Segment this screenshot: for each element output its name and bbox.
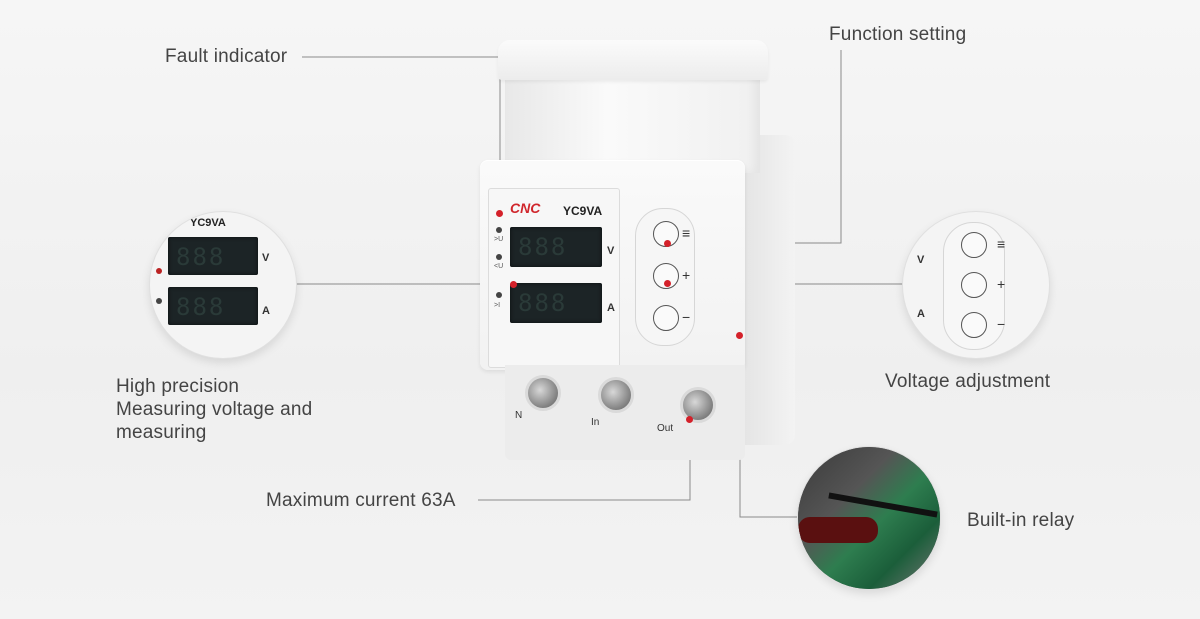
terminal-in-screw xyxy=(598,377,634,413)
high-precision-line-3: measuring xyxy=(116,422,207,443)
zoom-minus-icon: − xyxy=(997,316,1006,332)
fault-indicator-label: Fault indicator xyxy=(165,46,288,67)
zoom-plus-button[interactable] xyxy=(961,272,987,298)
high-precision-line-1: High precision xyxy=(116,376,240,397)
plus-icon: + xyxy=(682,267,691,283)
device-top-cap xyxy=(498,40,768,80)
zoom-minus-button[interactable] xyxy=(961,312,987,338)
device-side xyxy=(745,135,795,445)
zoom-display-circle: YC9VA 888 V 888 A xyxy=(150,212,296,358)
button-column: ≡ + − xyxy=(635,208,695,346)
voltage-digits: 888 xyxy=(518,233,568,261)
function-setting-dot xyxy=(664,240,671,247)
high-precision-label: High precision Measuring voltage and mea… xyxy=(116,375,312,444)
brand-logo: CNC xyxy=(510,200,541,216)
voltage-display: 888 xyxy=(510,227,602,267)
high-precision-dot xyxy=(510,281,517,288)
maximum-current-dot xyxy=(686,416,693,423)
relay-component xyxy=(798,517,878,543)
relay-zoom-circle xyxy=(798,447,940,589)
voltage-adjustment-label: Voltage adjustment xyxy=(885,371,1051,392)
zoom-voltage-unit: V xyxy=(262,252,270,264)
zoom-menu-icon: ≡ xyxy=(997,236,1006,252)
undervoltage-led xyxy=(496,254,502,260)
zoom-plus-icon: + xyxy=(997,276,1006,292)
overvoltage-led xyxy=(496,227,502,233)
voltage-adjustment-dot xyxy=(664,280,671,287)
zoom-function-button[interactable] xyxy=(961,232,987,258)
voltage-unit: V xyxy=(607,245,615,257)
current-display: 888 xyxy=(510,283,602,323)
zoom-buttons-circle: ≡ + − V A xyxy=(903,212,1049,358)
overvoltage-led-label: >U xyxy=(494,236,504,243)
current-unit: A xyxy=(607,302,615,314)
zoom-current-screen: 888 xyxy=(168,287,258,325)
display-panel xyxy=(488,188,620,368)
current-digits: 888 xyxy=(518,289,568,317)
zoom-right-voltage-unit: V xyxy=(917,254,925,266)
terminal-out-label: Out xyxy=(657,423,674,434)
terminal-n-screw xyxy=(525,375,561,411)
model-label: YC9VA xyxy=(563,204,603,218)
zoom-right-current-unit: A xyxy=(917,308,925,320)
zoom-voltage-digits: 888 xyxy=(176,243,226,271)
function-setting-label: Function setting xyxy=(829,24,967,45)
voltage-protector-device: CNC YC9VA 888 V 888 A >U <U >I ≡ + − N I… xyxy=(460,40,800,460)
built-in-relay-label: Built-in relay xyxy=(967,510,1075,531)
overcurrent-led-label: >I xyxy=(494,302,501,309)
plus-button[interactable] xyxy=(653,263,679,289)
undervoltage-led-label: <U xyxy=(494,263,504,270)
minus-icon: − xyxy=(682,309,691,325)
zoom-current-digits: 888 xyxy=(176,293,226,321)
overcurrent-led xyxy=(496,292,502,298)
menu-icon: ≡ xyxy=(682,225,691,241)
high-precision-line-2: Measuring voltage and xyxy=(116,399,313,420)
terminal-block: N In Out xyxy=(505,365,745,460)
zoom-model-label: YC9VA xyxy=(190,217,226,229)
zoom-fault-led xyxy=(156,268,162,274)
zoom-led xyxy=(156,298,162,304)
terminal-in-label: In xyxy=(591,417,600,428)
built-in-relay-dot xyxy=(736,332,743,339)
terminal-n-label: N xyxy=(515,410,523,421)
maximum-current-label: Maximum current 63A xyxy=(266,490,456,511)
zoom-voltage-screen: 888 xyxy=(168,237,258,275)
fault-indicator-dot xyxy=(496,210,503,217)
zoom-current-unit: A xyxy=(262,305,270,317)
minus-button[interactable] xyxy=(653,305,679,331)
